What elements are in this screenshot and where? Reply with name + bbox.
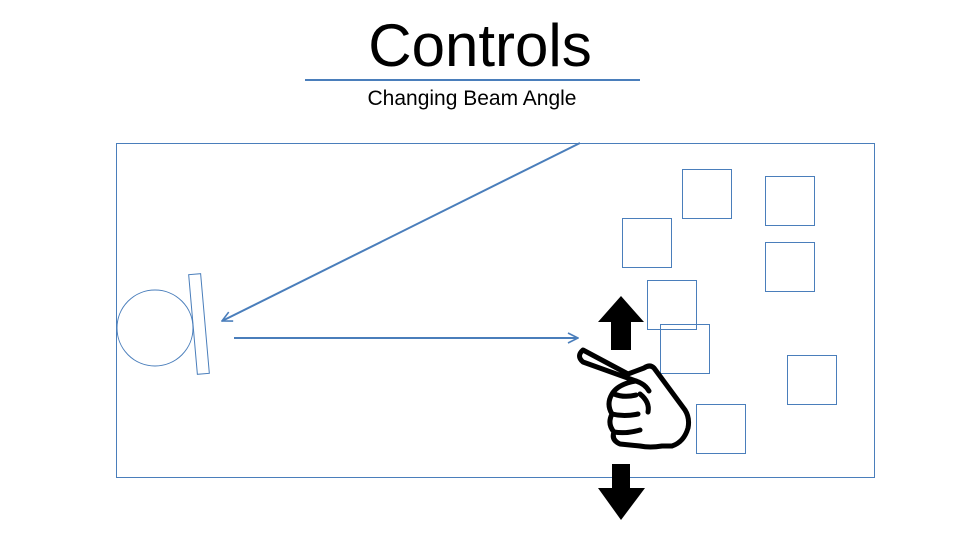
target-block: [765, 242, 815, 292]
title-divider: [305, 79, 640, 81]
slide-title: Controls: [368, 12, 592, 79]
ball: [116, 289, 194, 367]
target-block: [765, 176, 815, 226]
arrow-down-icon: [598, 464, 645, 520]
arrow-up-icon: [598, 296, 644, 350]
paddle: [188, 273, 210, 375]
pointing-hand-icon: [577, 347, 692, 450]
target-block: [660, 324, 710, 374]
play-field: [116, 143, 875, 478]
target-block: [696, 404, 746, 454]
slide-subtitle: Changing Beam Angle: [367, 87, 577, 110]
target-block: [622, 218, 672, 268]
incoming-beam-arrow: [222, 142, 581, 322]
target-block: [682, 169, 732, 219]
target-block: [787, 355, 837, 405]
target-block: [647, 280, 697, 330]
